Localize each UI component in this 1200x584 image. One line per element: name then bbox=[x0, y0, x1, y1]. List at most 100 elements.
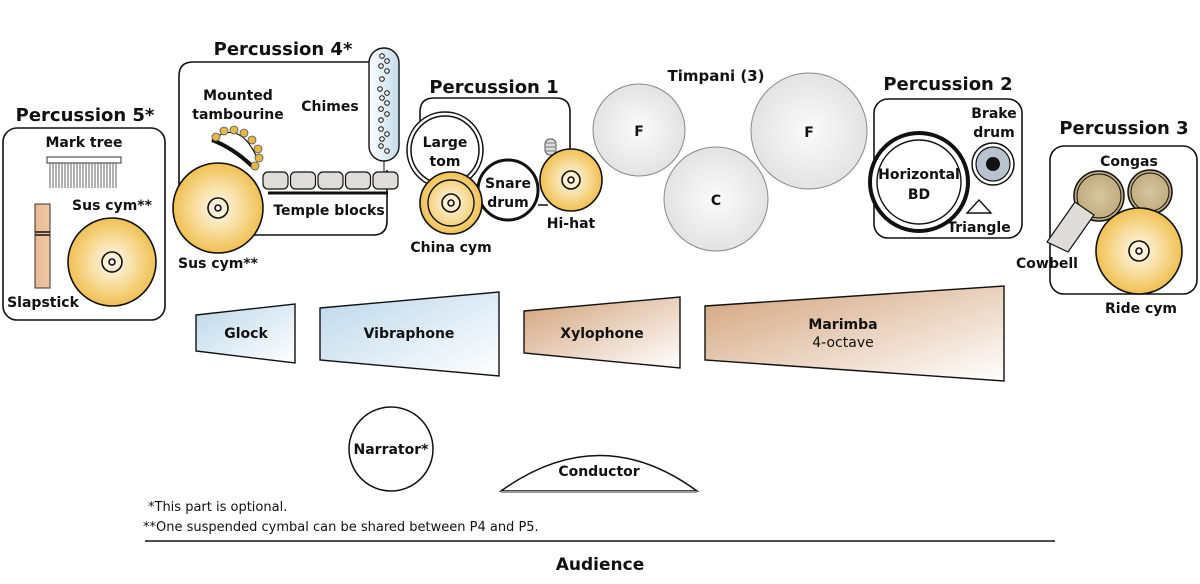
congas-label: Congas bbox=[1100, 154, 1158, 170]
timpani-section: Timpani (3) F C F bbox=[592, 67, 868, 252]
tambourine-jingle bbox=[219, 126, 229, 136]
footnote-optional: *This part is optional. bbox=[148, 500, 287, 515]
vibraphone: Vibraphone bbox=[319, 291, 500, 377]
chime-tube bbox=[384, 90, 390, 96]
mark-tree-label: Mark tree bbox=[45, 135, 122, 151]
marimba: Marimba 4-octave bbox=[704, 285, 1005, 382]
chime-tube bbox=[384, 111, 390, 117]
chimes-label: Chimes bbox=[301, 99, 358, 115]
large-tom-label-line2: tom bbox=[430, 154, 461, 170]
glock-label: Glock bbox=[224, 326, 268, 342]
chimes-icon bbox=[368, 47, 400, 172]
timpani-drum-2: C bbox=[663, 146, 769, 252]
triangle-label: Triangle bbox=[947, 220, 1010, 236]
chime-tube bbox=[384, 68, 390, 74]
china-cymbal-icon bbox=[419, 171, 483, 235]
slapstick-label: Slapstick bbox=[7, 295, 79, 311]
marimba-label: Marimba bbox=[808, 317, 877, 333]
chime-tube bbox=[378, 126, 384, 132]
chime-tube bbox=[384, 58, 390, 64]
tambourine-jingle bbox=[254, 153, 264, 163]
percussion-4-section: Percussion 4* Mounted tambourine Chimes … bbox=[172, 39, 400, 272]
percussion-1-title: Percussion 1 bbox=[429, 77, 558, 98]
chime-tube bbox=[378, 117, 384, 123]
brake-drum-icon bbox=[971, 142, 1015, 186]
triangle-icon bbox=[965, 198, 993, 214]
percussion-3-title: Percussion 3 bbox=[1059, 118, 1188, 139]
china-cym-label: China cym bbox=[410, 240, 491, 256]
percussion-2-title: Percussion 2 bbox=[883, 74, 1012, 95]
chime-tube bbox=[384, 131, 390, 137]
large-tom-icon bbox=[406, 111, 484, 189]
timpani-drum-3: F bbox=[750, 72, 868, 190]
footnote-shared-cymbal: **One suspended cymbal can be shared bet… bbox=[143, 520, 539, 535]
chime-tube bbox=[379, 95, 385, 101]
p5-sus-cym-label: Sus cym** bbox=[72, 198, 153, 214]
percussion-2-section: Percussion 2 Horizontal BD Brake drum Tr… bbox=[868, 74, 1023, 239]
ride-cymbal-icon bbox=[1095, 207, 1183, 295]
timpani-drum-1: F bbox=[592, 83, 686, 177]
conductor: Conductor bbox=[498, 454, 700, 493]
snare-label-line1: Snare bbox=[485, 176, 531, 192]
hi-hat-label: Hi-hat bbox=[547, 216, 596, 232]
snare-label-line2: drum bbox=[487, 195, 528, 211]
large-tom-label-line1: Large bbox=[423, 135, 468, 151]
narrator: Narrator* bbox=[348, 406, 434, 492]
temple-block bbox=[372, 171, 399, 190]
hi-hat-icon bbox=[539, 148, 603, 212]
tambourine-jingle bbox=[247, 135, 257, 145]
mark-tree-icon bbox=[46, 156, 122, 188]
glock: Glock bbox=[195, 303, 296, 364]
tambourine-label-line2: tambourine bbox=[192, 107, 284, 123]
vibraphone-label: Vibraphone bbox=[364, 326, 455, 342]
mounted-tambourine-icon bbox=[211, 125, 264, 171]
p4-sus-cym-label: Sus cym** bbox=[178, 256, 259, 272]
bass-drum-label-line1: Horizontal bbox=[878, 167, 960, 183]
ride-cym-label: Ride cym bbox=[1105, 301, 1177, 317]
percussion-5-title: Percussion 5* bbox=[16, 105, 155, 126]
brake-drum-label-line2: drum bbox=[973, 125, 1014, 141]
timpani-1-pitch: F bbox=[634, 124, 644, 140]
chime-tube bbox=[378, 143, 384, 149]
temple-block bbox=[262, 171, 289, 190]
temple-block bbox=[344, 171, 372, 190]
cowbell-label: Cowbell bbox=[1016, 256, 1078, 272]
timpani-2-pitch: C bbox=[711, 193, 721, 209]
temple-block bbox=[317, 171, 344, 190]
percussion-1-section: Percussion 1 Large tom Snare drum China … bbox=[406, 77, 603, 256]
narrator-label: Narrator* bbox=[354, 442, 430, 458]
conga-right-icon bbox=[1127, 169, 1173, 215]
temple-blocks-icon bbox=[262, 171, 399, 195]
percussion-1-box bbox=[419, 97, 571, 150]
p4-suspended-cymbal-icon bbox=[172, 162, 264, 254]
percussion-4-title: Percussion 4* bbox=[214, 39, 353, 60]
chime-tube bbox=[384, 148, 390, 154]
chime-tube bbox=[379, 136, 385, 142]
cowbell-icon bbox=[1046, 201, 1095, 253]
p5-suspended-cymbal-icon bbox=[67, 217, 157, 307]
brake-drum-label-line1: Brake bbox=[971, 106, 1016, 122]
conga-left-icon bbox=[1073, 170, 1125, 222]
chime-tube bbox=[378, 106, 384, 112]
tambourine-jingle bbox=[250, 161, 260, 171]
slapstick-icon bbox=[34, 203, 51, 289]
horizontal-bass-drum-icon bbox=[868, 131, 970, 233]
bass-drum-label-line2: BD bbox=[908, 187, 930, 203]
tambourine-jingle bbox=[211, 132, 221, 142]
percussion-5-section: Percussion 5* Mark tree Sus cym** Slapst… bbox=[2, 105, 166, 321]
tambourine-jingle bbox=[239, 128, 249, 138]
chime-tube bbox=[377, 86, 383, 92]
tambourine-jingle bbox=[229, 125, 239, 135]
percussion-3-section: Percussion 3 Congas Cowbell Ride cym bbox=[1016, 118, 1198, 317]
timpani-title: Timpani (3) bbox=[667, 67, 764, 85]
chime-tube bbox=[379, 76, 385, 82]
chime-tube bbox=[378, 63, 384, 69]
xylophone-label: Xylophone bbox=[560, 326, 643, 342]
temple-blocks-label: Temple blocks bbox=[273, 203, 384, 219]
timpani-3-pitch: F bbox=[804, 125, 814, 141]
hi-hat-stand-icon bbox=[544, 138, 557, 156]
tambourine-label-line1: Mounted bbox=[203, 88, 273, 104]
tambourine-jingle bbox=[253, 144, 263, 154]
chime-tube bbox=[379, 53, 385, 59]
